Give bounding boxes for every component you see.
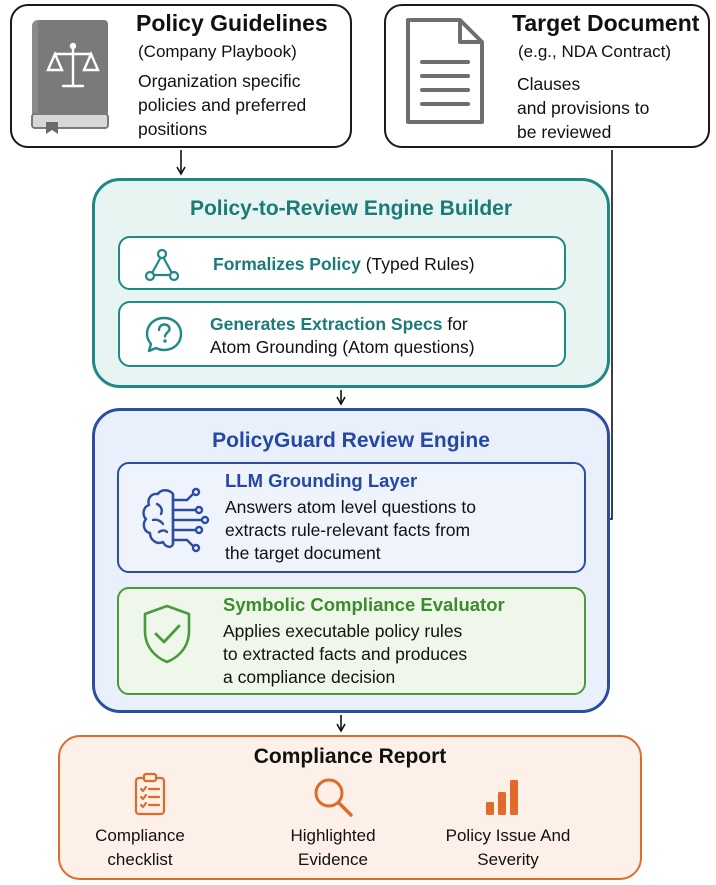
policy-description: Organization specific policies and prefe… <box>138 69 306 141</box>
llm-grounding-card: LLM Grounding Layer Answers atom level q… <box>117 462 586 573</box>
report-item-evidence: Highlighted Evidence <box>265 824 401 872</box>
formalize-policy-bold: Formalizes Policy <box>213 254 361 274</box>
llm-grounding-title: LLM Grounding Layer <box>225 470 418 491</box>
target-desc-line: and provisions to <box>517 98 650 118</box>
symbolic-desc-line: a compliance decision <box>223 667 396 687</box>
target-title: Target Document <box>512 10 700 36</box>
document-icon <box>406 18 484 124</box>
report-item-line: Highlighted <box>290 826 376 845</box>
policy-title: Policy Guidelines <box>136 10 328 36</box>
question-bubble-icon <box>145 316 183 353</box>
target-desc-line: Clauses <box>517 74 581 94</box>
policy-desc-line: Organization specific <box>138 71 301 91</box>
symbolic-desc-line: to extracted facts and produces <box>223 644 468 664</box>
report-item-line: checklist <box>107 850 173 869</box>
symbolic-desc-line: Applies executable policy rules <box>223 621 463 641</box>
target-document-box: Target Document (e.g., NDA Contract) Cla… <box>384 4 710 148</box>
brain-circuit-icon <box>142 487 210 553</box>
clipboard-checklist-icon <box>134 772 166 816</box>
policy-desc-line: policies and preferred <box>138 95 307 115</box>
extraction-specs-bold: Generates Extraction Specs <box>210 314 443 334</box>
policy-guidelines-box: Policy Guidelines (Company Playbook) Org… <box>10 4 352 148</box>
policy-desc-line: positions <box>138 119 208 139</box>
builder-title: Policy-to-Review Engine Builder <box>189 197 513 220</box>
llm-grounding-description: Answers atom level questions to extracts… <box>225 496 476 565</box>
law-book-icon <box>31 20 109 134</box>
shield-check-icon <box>143 604 191 664</box>
report-item-checklist: Compliance checklist <box>80 824 200 872</box>
llm-desc-line: Answers atom level questions to <box>225 497 476 517</box>
symbolic-evaluator-description: Applies executable policy rules to extra… <box>223 620 467 689</box>
formalize-policy-rest: (Typed Rules) <box>360 254 475 274</box>
llm-desc-line: the target document <box>225 543 381 563</box>
target-subtitle: (e.g., NDA Contract) <box>518 42 672 61</box>
engine-title: PolicyGuard Review Engine <box>212 429 490 452</box>
target-desc-line: be reviewed <box>517 122 612 142</box>
extraction-specs-rest: for <box>442 314 468 334</box>
report-item-line: Policy Issue And <box>445 826 571 845</box>
target-description: Clauses and provisions to be reviewed <box>517 72 649 144</box>
extraction-specs-text: Generates Extraction Specs for Atom Grou… <box>210 313 475 359</box>
magnifier-icon <box>314 778 353 817</box>
compliance-report-box: Compliance Report <box>58 735 642 880</box>
report-item-severity: Policy Issue And Severity <box>418 824 598 872</box>
bar-chart-icon <box>486 780 518 815</box>
symbolic-evaluator-title: Symbolic Compliance Evaluator <box>223 594 505 615</box>
llm-desc-line: extracts rule-relevant facts from <box>225 520 471 540</box>
extraction-specs-line2: Atom Grounding (Atom questions) <box>210 337 475 357</box>
report-item-line: Compliance <box>95 826 185 845</box>
symbolic-evaluator-card: Symbolic Compliance Evaluator Applies ex… <box>117 587 586 695</box>
policy-subtitle: (Company Playbook) <box>138 42 297 61</box>
formalize-policy-card: Formalizes Policy (Typed Rules) <box>118 236 566 290</box>
extraction-specs-card: Generates Extraction Specs for Atom Grou… <box>118 301 566 367</box>
formalize-policy-text: Formalizes Policy (Typed Rules) <box>213 253 475 276</box>
graph-nodes-icon <box>144 248 180 282</box>
report-title: Compliance Report <box>253 745 447 768</box>
report-item-line: Severity <box>477 850 539 869</box>
report-item-line: Evidence <box>298 850 368 869</box>
